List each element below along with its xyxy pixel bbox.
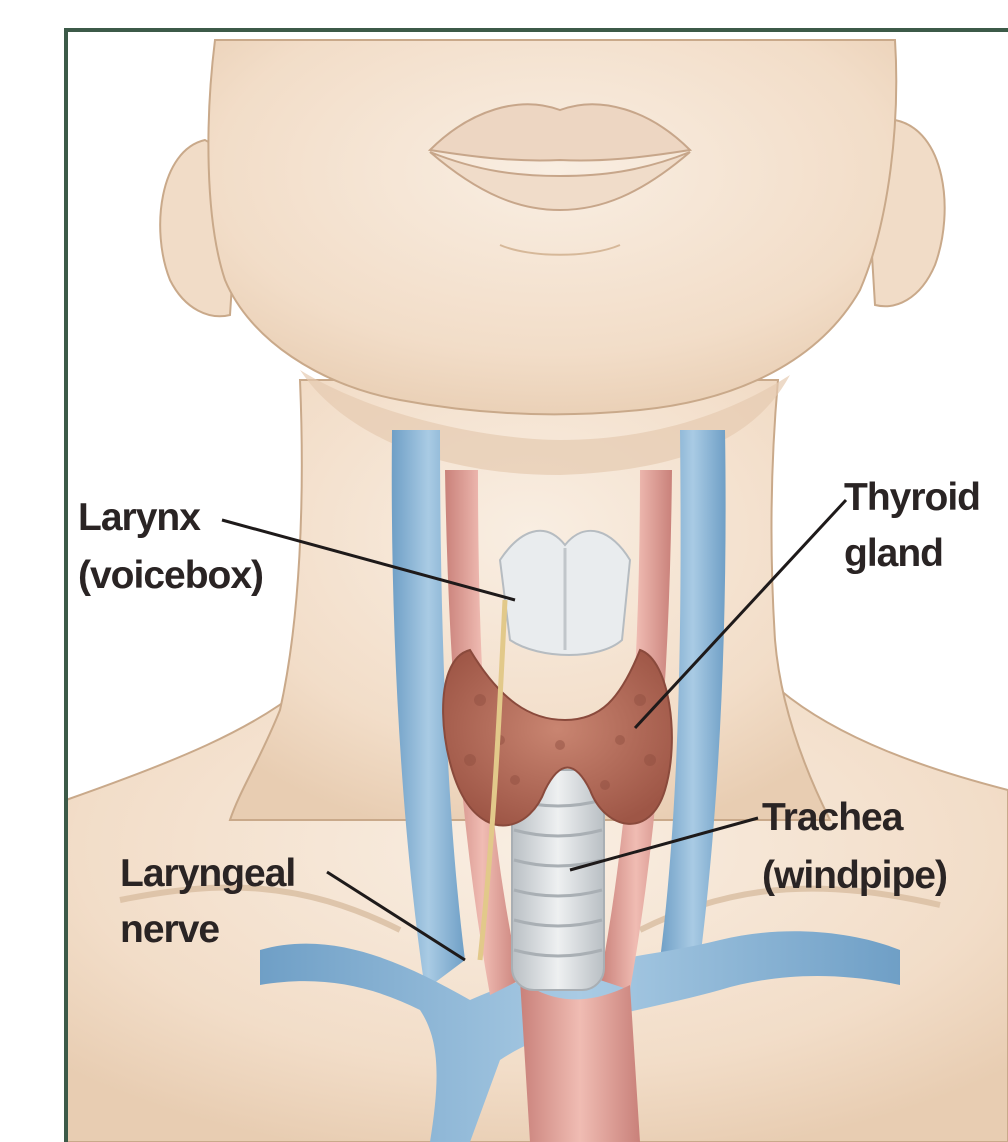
laryngeal-nerve-label-line1: Laryngeal: [120, 852, 295, 895]
trachea-label-line2: (windpipe): [762, 854, 947, 897]
larynx-label-line1: Larynx: [78, 496, 201, 539]
thyroid-label-line1: Thyroid: [844, 476, 980, 519]
aortic-trunk: [520, 980, 640, 1142]
larynx-label-line2: (voicebox): [78, 554, 263, 597]
trachea-label-line1: Trachea: [762, 796, 904, 839]
laryngeal-nerve-label-line2: nerve: [120, 908, 219, 951]
head: [208, 40, 896, 414]
thyroid-label-line2: gland: [844, 532, 943, 575]
